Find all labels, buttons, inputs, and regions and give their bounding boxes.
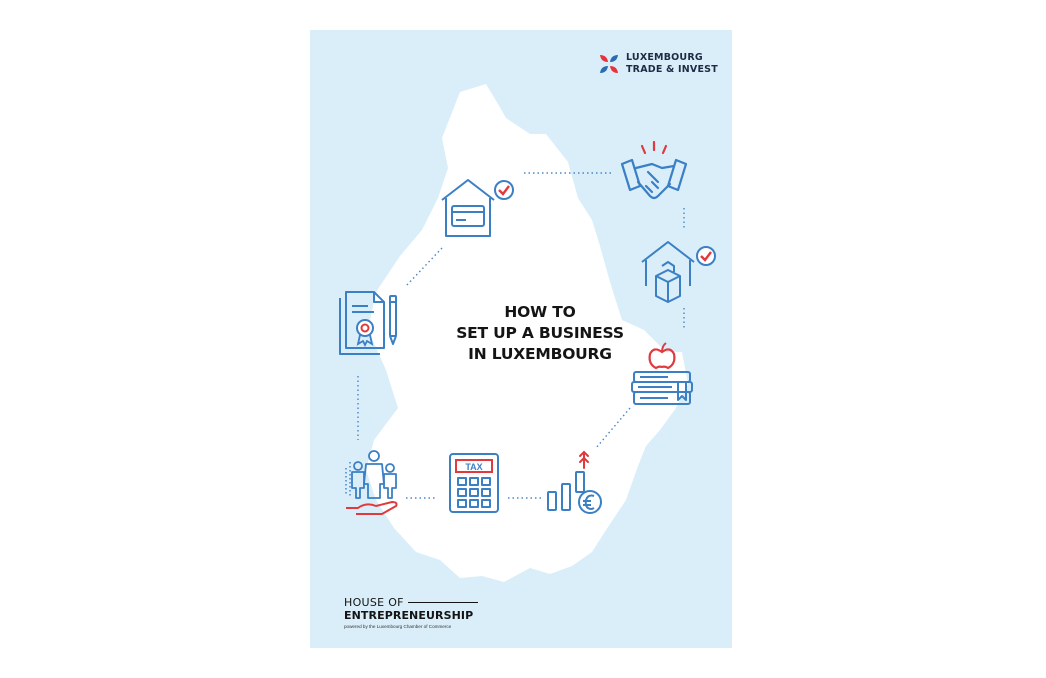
luxembourg-trade-invest-logo: LUXEMBOURG TRADE & INVEST xyxy=(598,52,718,76)
brochure-title: HOW TO SET UP A BUSINESS IN LUXEMBOURG xyxy=(390,302,690,365)
connector-dots xyxy=(357,172,685,499)
hoe-rule xyxy=(407,602,478,603)
tax-label: TAX xyxy=(465,462,482,472)
house-box-check-icon xyxy=(641,241,716,303)
house-card-check-icon xyxy=(441,179,514,237)
house-of-entrepreneurship-logo: HOUSE OF ENTREPRENEURSHIP powered by the… xyxy=(344,596,478,630)
logo-line-2: TRADE & INVEST xyxy=(626,64,718,75)
family-hand-icon xyxy=(345,450,398,515)
hoe-line-3: powered by the Luxembourg Chamber of Com… xyxy=(344,624,452,629)
tax-calculator-icon: TAX xyxy=(449,453,499,513)
logo-mark-icon xyxy=(600,55,618,73)
hoe-line-1: HOUSE OF xyxy=(344,596,404,609)
chart-euro-icon xyxy=(547,450,602,514)
title-line-2: SET UP A BUSINESS xyxy=(456,324,624,342)
hoe-line-2: ENTREPRENEURSHIP xyxy=(344,609,474,622)
title-line-1: HOW TO xyxy=(504,303,576,321)
logo-line-1: LUXEMBOURG xyxy=(626,52,703,63)
title-line-3: IN LUXEMBOURG xyxy=(468,345,612,363)
books-apple-icon xyxy=(631,342,693,405)
handshake-icon xyxy=(620,140,688,200)
brochure-cover: LUXEMBOURG TRADE & INVEST xyxy=(310,30,732,648)
document-seal-pen-icon xyxy=(339,291,397,355)
